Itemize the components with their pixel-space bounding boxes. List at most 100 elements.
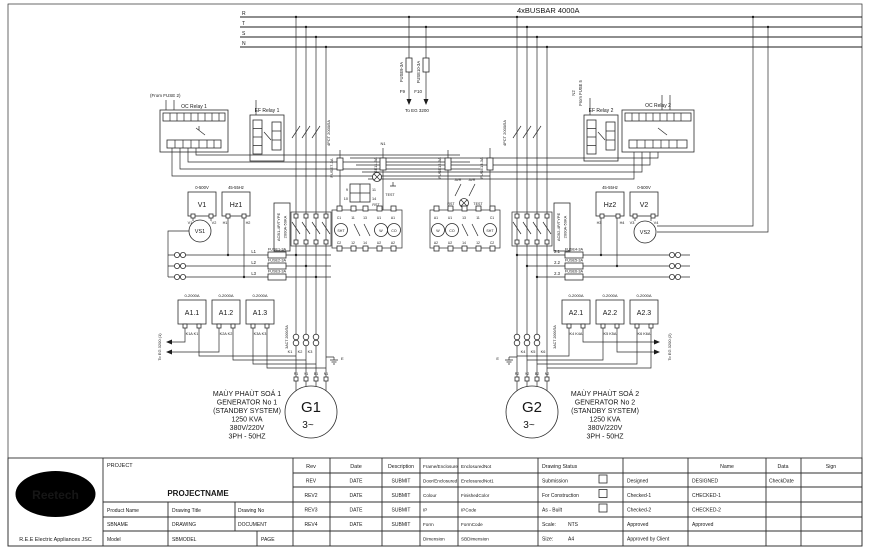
g2-term-n2: N2	[545, 372, 550, 376]
co-coil-icon	[387, 223, 401, 237]
voltmeter-v2	[629, 191, 659, 217]
frame-value-0: EnclosuredNot	[461, 464, 492, 469]
gen1-ct-group: K1 K2 K3 3ACT 2000/5A E	[285, 325, 344, 365]
rev-header: Rev	[306, 464, 316, 470]
designed-date: CheckDate	[769, 479, 794, 485]
v2-term-b: V4	[654, 221, 659, 225]
acb2-control-cluster: FUSE12-3A FUSE13-3A AVR AVR TEST RST	[437, 148, 494, 210]
rev-row-3-desc: SUBMIT	[392, 508, 411, 514]
pt-lines-right: 2.1 2.2 2.3 FUSE4-3A FUSE5-3A FUSE6-3A	[515, 248, 690, 281]
a21-terms: K4 K4A	[570, 332, 583, 336]
voltmeter-v1	[187, 191, 217, 217]
arrow-right-icon	[654, 339, 660, 345]
a12-terms: K2A K2	[220, 332, 233, 336]
sign-header: Sign	[826, 464, 836, 470]
fuse2-label: FUSE2-3A	[268, 259, 287, 263]
g1-term-y1: Y1	[304, 372, 308, 376]
from-fuse5-label: From FUSE 5	[578, 80, 583, 106]
arrow-right-icon	[654, 349, 660, 355]
fuse6-label: FUSE6-3A	[565, 270, 584, 274]
fuse9-symbol	[405, 57, 413, 73]
rev-row-2: REV2	[304, 493, 317, 499]
status-submission: Submission	[542, 479, 568, 485]
a21-range: 0-2000A	[568, 293, 583, 298]
meters-left: 0-500V V1 V1 V2 45-55Hz Hz1 H1 H2 VS1	[167, 185, 250, 279]
wiring-runs	[171, 148, 659, 180]
frame-label-2: Colour	[423, 493, 437, 498]
a23-range: 0-2000A	[636, 293, 651, 298]
acb1-term-a2: A2	[391, 241, 395, 245]
designed-label: Designed	[627, 479, 648, 485]
g1-term-n1: N1	[324, 372, 329, 376]
ct3-right-label: 3ACT 2000/5A	[553, 325, 557, 349]
frame-label-3: IP	[423, 508, 427, 513]
vs1-label: VS1	[195, 229, 205, 235]
gen1-line3: (STANDBY SYSTEM)	[213, 408, 281, 415]
gen1-line5: 380V/220V	[230, 425, 265, 432]
frame-value-3: IPCode	[461, 508, 477, 513]
breaker-contacts-left: 4PCT 2000/5A	[291, 120, 331, 146]
acb1-power: ACB1-4P/TYPE 2000A-50KA	[273, 202, 332, 252]
acb2-label-1: ACB2-4P/TYPE	[556, 213, 561, 242]
frame-label-0: Frame/Enclosure	[423, 464, 458, 469]
frame-label-4: Form	[423, 522, 434, 527]
busbar-group: R T S N 4xBUSBAR 4000A	[240, 6, 862, 48]
avr-label: AVR	[455, 178, 462, 182]
terminal-14: 14	[372, 197, 376, 201]
rev-row-3: REV3	[304, 508, 317, 514]
sbmodel-value: SBMODEL	[172, 537, 197, 543]
frame-value-1: EnclosuredNot1	[461, 479, 494, 484]
reetech-logo	[15, 471, 96, 517]
oc-relay-1: (From FUSE 2) OC Relay 1	[150, 93, 229, 153]
gen2-line2: GENERATOR No 2	[575, 400, 636, 407]
sbname-value: SBNAME	[107, 522, 129, 528]
hz2-label: Hz2	[604, 202, 617, 209]
terminal-10: 10	[344, 197, 348, 201]
acb1-term-a1: A1	[391, 216, 395, 220]
generator-1-text: MAÙY PHAÙT SOÁ 1 GENERATOR No 1 (STANDBY…	[213, 389, 281, 441]
v1-label: V1	[198, 202, 207, 209]
acb2-term-u1: U1	[448, 216, 452, 220]
a11-terms: K1A K1	[186, 332, 199, 336]
busbar-phase-r: R	[242, 11, 246, 17]
v1-term-a: V1	[188, 221, 193, 225]
line-21: 2.1	[554, 249, 560, 254]
control-fuse-taps: FUSE9-3A FUSE10-3A F9 F10 To EG 3200	[399, 57, 430, 113]
a12-label: A1.2	[219, 310, 234, 317]
phase-drops	[294, 15, 770, 377]
rev-row-1: REV	[306, 479, 317, 485]
acb1-label-2: 2000A-50KA	[283, 215, 288, 238]
fuse5-label: FUSE5-3A	[565, 259, 584, 263]
freqmeter-hz2	[595, 191, 625, 217]
acb1-term-14: 14	[363, 241, 367, 245]
gen1-line1: MAÙY PHAÙT SOÁ 1	[213, 389, 281, 398]
acb2-aux-block: A1 U1 13 11 C1 A2 U2 14 12 C2 W CO SHT	[429, 205, 501, 252]
acb2-term-13: 13	[462, 216, 466, 220]
acb1-label-1: ACB1-4P/TYPE	[276, 213, 281, 242]
acb1-term-u2: U2	[377, 241, 381, 245]
terminal-11: 11	[372, 188, 376, 192]
acb1-term-c2: C2	[337, 241, 341, 245]
checked2-name: CHECKED-2	[692, 508, 721, 514]
fuse9-label: FUSE9-3A	[399, 62, 404, 82]
acb1-term-13: 13	[363, 216, 367, 220]
ct-k2: K2	[298, 350, 303, 354]
generator-2-circle	[505, 385, 559, 439]
fuse10-symbol	[422, 57, 430, 73]
acb1-term-11: 11	[351, 216, 355, 220]
g1-term-b1: B1	[314, 372, 318, 376]
acb2-term-11: 11	[476, 216, 480, 220]
scale-value: NTS	[568, 522, 579, 528]
size-label: Size:	[542, 537, 553, 543]
acb2-term-14: 14	[462, 241, 466, 245]
project-cell: PROJECT PROJECTNAME Product Name Drawing…	[103, 463, 293, 546]
to-eg2-label: To EG 3200 (2)	[667, 333, 672, 361]
gen2-line4: 1250 KVA	[589, 417, 620, 424]
drawing-status-header: Drawing Status	[542, 464, 578, 470]
size-value: A4	[568, 537, 574, 543]
oc-relay-2: OC Relay 2	[621, 95, 695, 153]
v1-range: 0-500V	[195, 185, 209, 190]
ct4-left-label: 4PCT 2000/5A	[326, 120, 331, 146]
ef-relay-2: N2 From FUSE 5 EF Relay 2	[571, 80, 619, 162]
